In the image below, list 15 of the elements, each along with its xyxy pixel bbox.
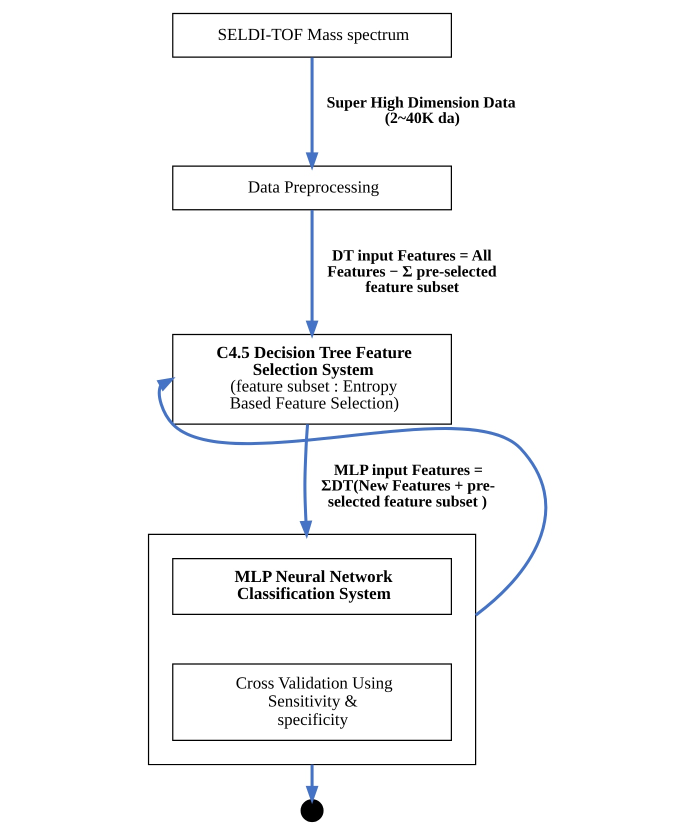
arrow xyxy=(299,424,312,539)
arrow xyxy=(305,57,318,171)
edge-label: MLP input Features = ΣDT(New Features + pre-selected feature subset ) xyxy=(320,462,494,510)
node-box: MLP Neural Network Classification System xyxy=(172,558,452,615)
edge-label: DT input Features = All Features − Σ pre-selected feature subset xyxy=(326,248,496,296)
arrow xyxy=(305,764,318,804)
arrow xyxy=(305,210,318,339)
cluster xyxy=(147,534,476,766)
node-box: Cross Validation Using Sensitivity & specificity xyxy=(172,663,452,741)
node-box: SELDI-TOF Mass spectrum xyxy=(172,12,452,58)
node-box: Data Preprocessing xyxy=(172,166,452,210)
node-box: C4.5 Decision Tree Feature Selection System (feature subset : Entropy Based Feature Selection) xyxy=(172,334,452,425)
edge-label: Super High Dimension Data (2~40K da) xyxy=(326,94,516,128)
arrow xyxy=(156,377,547,616)
node-circle xyxy=(300,799,324,822)
